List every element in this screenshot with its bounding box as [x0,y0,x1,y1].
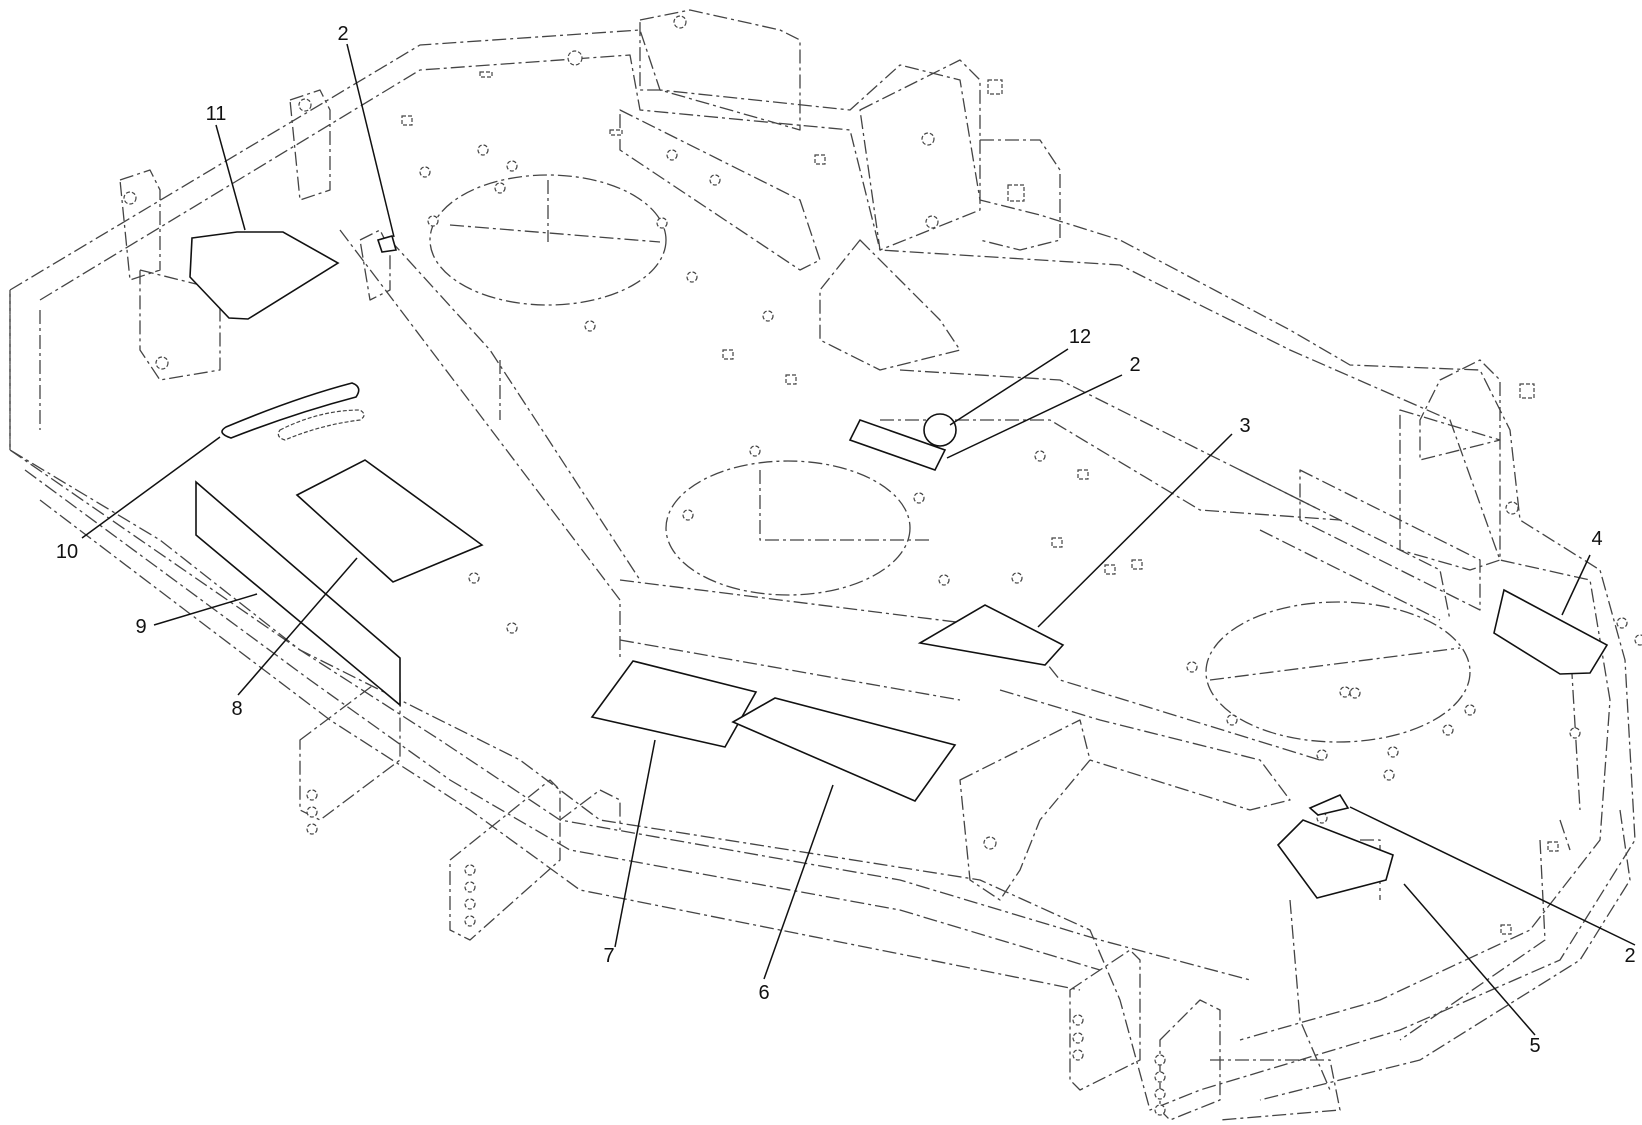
callout-4: 4 [1591,528,1602,550]
decal-12-ring [923,413,957,447]
callout-2-top: 2 [337,23,348,45]
decal-2-top [376,235,398,253]
spindle-opening-left [429,174,667,306]
decal-8 [295,459,484,583]
leader-lines [81,43,1636,1036]
spindle-opening-center [665,460,911,596]
decal-10 [221,382,360,439]
decal-12 [848,419,947,471]
decal-9 [195,480,401,707]
decal-6 [731,697,957,802]
decal-4 [1493,588,1609,675]
decal-11 [189,231,340,320]
callout-2-middle: 2 [1129,354,1140,376]
callout-7: 7 [603,945,614,967]
spindle-opening-right [1205,601,1471,743]
decal-7 [590,660,758,748]
decal-5 [1276,819,1394,899]
callout-5: 5 [1529,1035,1540,1057]
callout-6: 6 [758,982,769,1004]
callout-8: 8 [231,698,242,720]
decal-3 [917,604,1065,666]
mower-deck-housing [9,9,1636,1121]
decals [189,231,1609,899]
deck-holes [123,15,1642,1116]
callout-9: 9 [135,616,146,638]
spindle-openings [429,174,1471,743]
callout-12: 12 [1069,326,1091,348]
callout-2-bottom: 2 [1624,945,1635,967]
callout-3: 3 [1239,415,1250,437]
callout-labels: 2 11 12 2 3 4 10 9 8 7 6 2 5 [56,23,1636,1057]
callout-10: 10 [56,541,78,563]
callout-11: 11 [206,103,227,125]
decal-2-bottom [1308,793,1350,816]
